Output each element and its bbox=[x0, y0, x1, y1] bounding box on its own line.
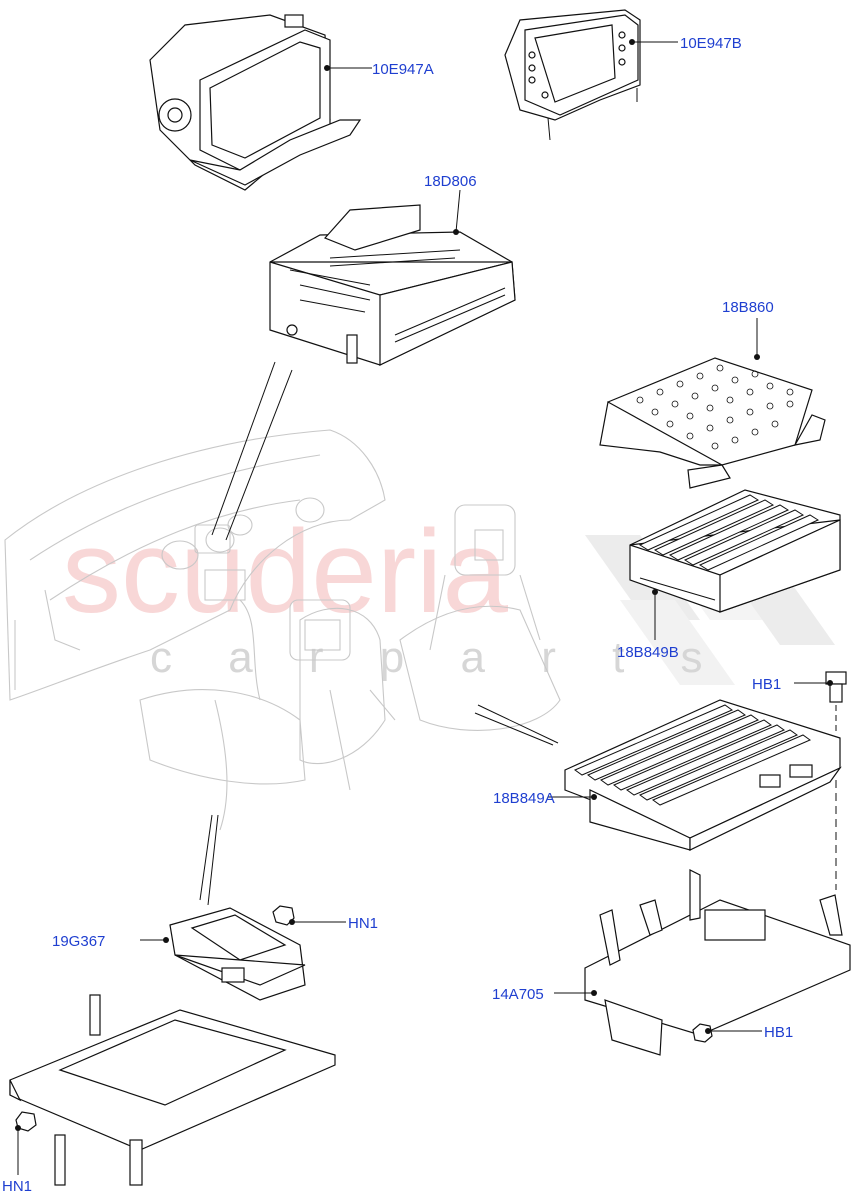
watermark: scuderia c a r p a r t s bbox=[62, 506, 835, 685]
callout-10e947a: 10E947A bbox=[372, 61, 434, 78]
leader-line bbox=[199, 814, 213, 901]
leader-line bbox=[225, 369, 293, 541]
callout-10e947b: 10E947B bbox=[680, 35, 742, 52]
display-unit-10e947a[interactable] bbox=[149, 14, 362, 191]
leader-line bbox=[211, 361, 276, 536]
leader-line bbox=[477, 704, 559, 744]
callout-hn1-right: HN1 bbox=[348, 915, 378, 932]
radio-unit-18d806[interactable] bbox=[269, 204, 516, 366]
watermark-sub: c a r p a r t s bbox=[150, 633, 725, 682]
callout-19g367: 19G367 bbox=[52, 933, 105, 950]
watermark-brand: scuderia bbox=[62, 506, 508, 638]
bolt-hb1-top[interactable] bbox=[825, 671, 847, 703]
callout-18d806: 18D806 bbox=[424, 173, 477, 190]
nut-hn1-right[interactable] bbox=[272, 905, 295, 926]
leader-line bbox=[207, 814, 219, 906]
amplifier-18b849a[interactable] bbox=[564, 699, 842, 851]
module-19g367[interactable] bbox=[169, 907, 306, 1001]
leader-line bbox=[474, 712, 554, 746]
amplifier-18b849b[interactable] bbox=[629, 489, 841, 613]
callout-hn1-bottom: HN1 bbox=[2, 1178, 32, 1195]
bracket-18b860[interactable] bbox=[599, 357, 826, 489]
mounting-plate[interactable] bbox=[9, 994, 336, 1186]
callout-18b849b: 18B849B bbox=[617, 644, 679, 661]
callout-18b849a: 18B849A bbox=[493, 790, 555, 807]
tray-14a705[interactable] bbox=[584, 869, 851, 1056]
vehicle-interior-ghost bbox=[4, 429, 561, 831]
callout-18b860: 18B860 bbox=[722, 299, 774, 316]
callout-hb1-top: HB1 bbox=[752, 676, 781, 693]
display-unit-10e947b[interactable] bbox=[504, 9, 641, 141]
callout-hb1-bottom: HB1 bbox=[764, 1024, 793, 1041]
callout-14a705: 14A705 bbox=[492, 986, 544, 1003]
